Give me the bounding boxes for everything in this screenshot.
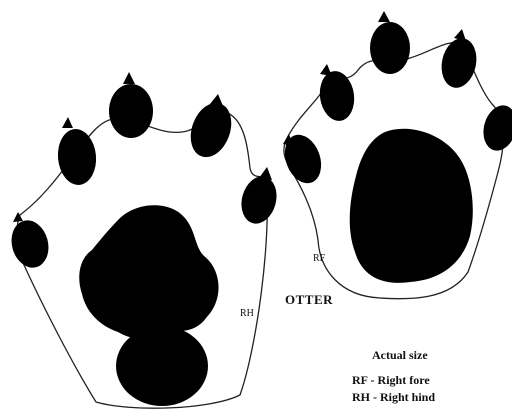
scale-note: Actual size: [372, 349, 428, 361]
fore-claw-3: [378, 11, 390, 22]
legend: RF - Right fore RH - Right hind: [352, 372, 435, 406]
hind-toe-pad-3: [109, 84, 153, 138]
hind-toe-pad-5: [236, 172, 281, 227]
fore-toe-pad-4: [437, 35, 481, 91]
hind-heel-pad: [116, 326, 208, 406]
hind-track-label: RH: [240, 309, 254, 319]
fore-main-pad: [350, 129, 473, 283]
hind-main-pad: [79, 205, 218, 340]
legend-item-rh: RH - Right hind: [352, 389, 435, 406]
fore-toe-pad-5: [479, 102, 512, 155]
fore-toe-pad-1: [278, 130, 327, 189]
fore-track-label: RF: [313, 254, 325, 264]
hind-claw-3: [123, 72, 135, 84]
hind-claw-2: [62, 117, 73, 128]
fore-toe-pad-2: [317, 69, 358, 123]
hind-toe-pad-1: [6, 216, 53, 272]
fore-toe-pad-3: [370, 22, 410, 74]
right-hind-track: [6, 72, 281, 408]
hind-toe-pad-2: [56, 127, 99, 186]
species-title: OTTER: [285, 293, 333, 306]
legend-item-rf: RF - Right fore: [352, 372, 435, 389]
hind-toe-pad-4: [184, 97, 239, 163]
